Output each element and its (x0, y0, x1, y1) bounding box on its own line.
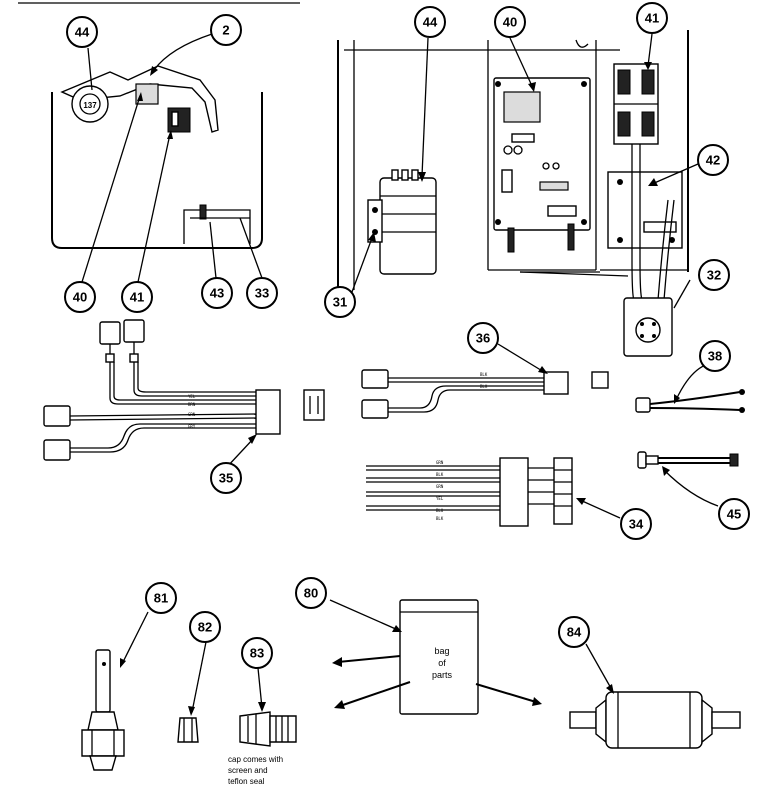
bag-label-line2: of (438, 658, 446, 668)
callout-84: 84 (558, 616, 590, 648)
part-42-plate (607, 171, 683, 249)
part-41-contactor (613, 63, 659, 145)
harness-35: YEL BRN GRN GRY (43, 319, 325, 469)
svg-text:32: 32 (707, 268, 721, 283)
part-82-cap (177, 641, 207, 743)
svg-text:84: 84 (567, 625, 582, 640)
part-38-wire-lead (635, 363, 745, 413)
svg-text:33: 33 (255, 286, 269, 301)
part-40-control-board (493, 77, 600, 273)
wire-label-34-6: BLK (436, 516, 444, 521)
svg-text:43: 43 (210, 286, 224, 301)
svg-text:34: 34 (629, 517, 644, 532)
leaders-right-top (351, 33, 699, 309)
part-84-filter-drier (569, 643, 741, 749)
wire-label-34-3: GRN (436, 484, 444, 489)
callout-35: 35 (210, 462, 242, 494)
wire-label-blk-2: BLK (480, 384, 488, 389)
note-83-line1: cap comes with (228, 755, 283, 764)
callout-32: 32 (698, 259, 730, 291)
wire-label-yel: YEL (188, 394, 196, 399)
harness-34: GRN BLK GRN YEL BLU BLK (366, 457, 621, 527)
bag-label-line3: parts (432, 670, 453, 680)
part-83-fitting: cap comes with screen and teflon seal (228, 667, 297, 786)
svg-text:31: 31 (333, 295, 347, 310)
note-83-line2: screen and (228, 766, 268, 775)
wire-label-34-5: BLU (436, 508, 444, 513)
svg-text:38: 38 (708, 349, 722, 364)
callout-40-right: 40 (494, 6, 526, 38)
svg-text:41: 41 (645, 11, 659, 26)
harness-36: BLK BLK (361, 343, 609, 419)
callout-83: 83 (241, 637, 273, 669)
bag-label-line1: bag (434, 646, 449, 656)
part-80-bag-of-parts: bag of parts (329, 599, 542, 715)
svg-text:35: 35 (219, 471, 233, 486)
wire-label-34-4: YEL (436, 496, 444, 501)
wire-label-brn: BRN (188, 402, 196, 407)
wire-label-34-1: GRN (436, 460, 444, 465)
callout-42: 42 (697, 144, 729, 176)
wire-label-gry: GRY (188, 424, 196, 429)
svg-text:41: 41 (130, 290, 144, 305)
callout-2: 2 (210, 14, 242, 46)
svg-text:83: 83 (250, 646, 264, 661)
svg-text:44: 44 (423, 15, 438, 30)
part-45-sensor (637, 451, 739, 507)
wire-label-grn: GRN (188, 412, 196, 417)
part-32-junction-box (623, 297, 673, 357)
svg-text:40: 40 (73, 290, 87, 305)
note-83-line3: teflon seal (228, 777, 265, 786)
svg-text:40: 40 (503, 15, 517, 30)
svg-text:82: 82 (198, 620, 212, 635)
callout-80: 80 (295, 577, 327, 609)
svg-text:44: 44 (75, 25, 90, 40)
callout-82: 82 (189, 611, 221, 643)
right-control-box (337, 30, 689, 290)
callout-33: 33 (246, 277, 278, 309)
callout-43: 43 (201, 277, 233, 309)
callout-44-right: 44 (414, 6, 446, 38)
left-control-panel: 137 (51, 65, 263, 249)
svg-text:45: 45 (727, 507, 741, 522)
callout-44-left: 44 (66, 16, 98, 48)
callout-34: 34 (620, 508, 652, 540)
svg-text:42: 42 (706, 153, 720, 168)
callout-41-right: 41 (636, 2, 668, 34)
callout-41-left: 41 (121, 281, 153, 313)
callout-81: 81 (145, 582, 177, 614)
svg-text:137: 137 (83, 101, 97, 110)
callout-36: 36 (467, 322, 499, 354)
wire-label-34-2: BLK (436, 472, 444, 477)
svg-text:81: 81 (154, 591, 168, 606)
callout-45: 45 (718, 498, 750, 530)
part-81-valve (81, 611, 149, 771)
svg-text:36: 36 (476, 331, 490, 346)
wire-label-blk-1: BLK (480, 372, 488, 377)
svg-text:2: 2 (222, 23, 229, 38)
part-31-block (367, 169, 437, 275)
callout-31: 31 (324, 286, 356, 318)
leaders-left-top (81, 33, 263, 283)
callout-40-left: 40 (64, 281, 96, 313)
svg-text:80: 80 (304, 586, 318, 601)
callout-38: 38 (699, 340, 731, 372)
